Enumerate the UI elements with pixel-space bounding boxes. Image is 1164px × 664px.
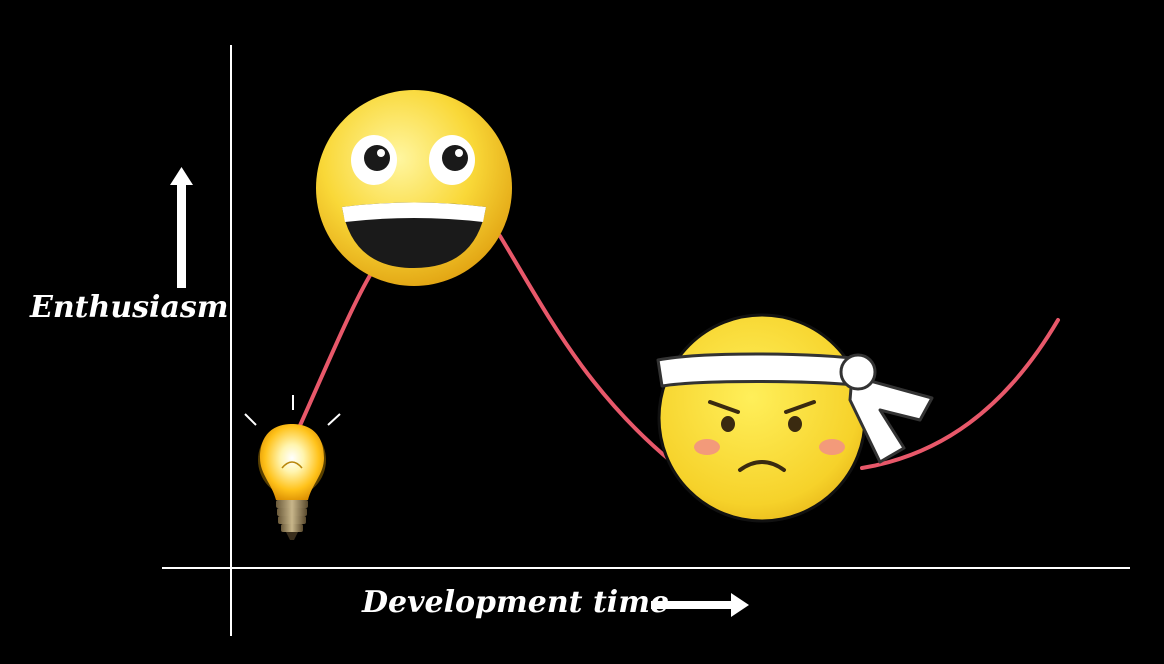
grinning-face-icon (316, 90, 512, 286)
determined-face-headband-icon (656, 313, 934, 523)
x-axis-label: Development time (362, 585, 670, 620)
right-arrow-icon (651, 593, 749, 617)
y-axis-label: Enthusiasm (30, 290, 229, 325)
lightbulb-icon (244, 395, 341, 540)
enthusiasm-curve (296, 234, 1060, 470)
up-arrow-icon (170, 167, 193, 288)
